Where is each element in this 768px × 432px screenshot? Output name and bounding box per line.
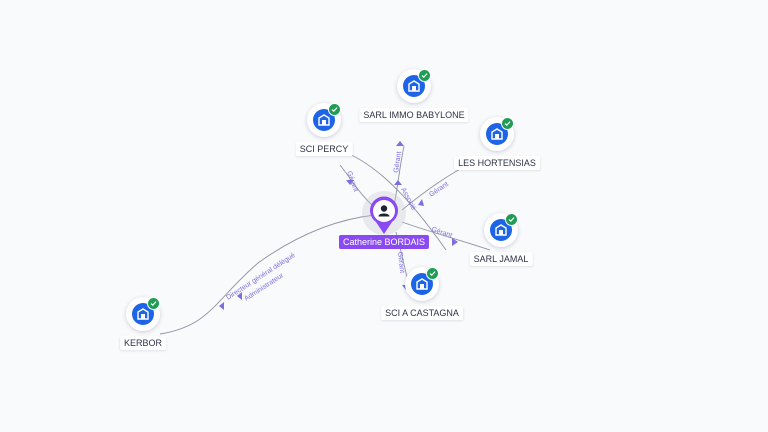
building-icon <box>491 128 503 140</box>
company-node-les-hortensias[interactable]: LES HORTENSIAS <box>447 117 547 194</box>
company-badge <box>405 267 439 301</box>
company-badge <box>397 69 431 103</box>
company-node-sci-percy[interactable]: SCI PERCY <box>274 103 374 180</box>
company-label: SCI A CASTAGNA <box>381 306 463 320</box>
building-icon <box>408 80 420 92</box>
building-icon <box>495 224 507 236</box>
verified-check-icon <box>328 103 341 116</box>
label-sci-a-castagna: Gérant <box>396 251 405 273</box>
label-sarl-immo-babylone: Gérant <box>393 151 403 173</box>
person-label: Catherine BORDAIS <box>338 235 430 249</box>
verified-check-icon <box>426 267 439 280</box>
building-icon <box>318 114 330 126</box>
company-label: SARL JAMAL <box>469 252 533 266</box>
building-icon <box>137 308 149 320</box>
verified-check-icon <box>501 117 514 130</box>
arrow-kerbor-2 <box>237 292 242 300</box>
arrow-associe <box>394 180 402 185</box>
company-node-sarl-immo-babylone[interactable]: SARL IMMO BABYLONE <box>359 69 469 146</box>
company-label: SARL IMMO BABYLONE <box>359 108 469 122</box>
company-badge <box>484 213 518 247</box>
company-badge <box>126 297 160 331</box>
arrow-sarl-immo-babylone <box>396 141 404 146</box>
company-label: LES HORTENSIAS <box>454 156 540 170</box>
arrow-sarl-jamal <box>452 238 458 246</box>
company-node-kerbor[interactable]: KERBOR <box>93 297 193 374</box>
company-node-sci-a-castagna[interactable]: SCI A CASTAGNA <box>372 267 472 344</box>
company-label: SCI PERCY <box>295 142 353 156</box>
person-icon <box>370 196 398 234</box>
company-badge <box>307 103 341 137</box>
arrow-kerbor <box>219 302 224 310</box>
verified-check-icon <box>418 69 431 82</box>
building-icon <box>416 278 428 290</box>
company-badge <box>480 117 514 151</box>
arrow-les-hortensias <box>418 199 424 206</box>
company-node-sarl-jamal[interactable]: SARL JAMAL <box>451 213 551 290</box>
person-node[interactable]: Catherine BORDAIS <box>324 191 444 273</box>
arrow-sci-percy <box>346 180 354 185</box>
verified-check-icon <box>147 297 160 310</box>
company-label: KERBOR <box>119 336 167 350</box>
label-kerbor-dg: Directeur général délégué <box>225 252 296 302</box>
verified-check-icon <box>505 213 518 226</box>
